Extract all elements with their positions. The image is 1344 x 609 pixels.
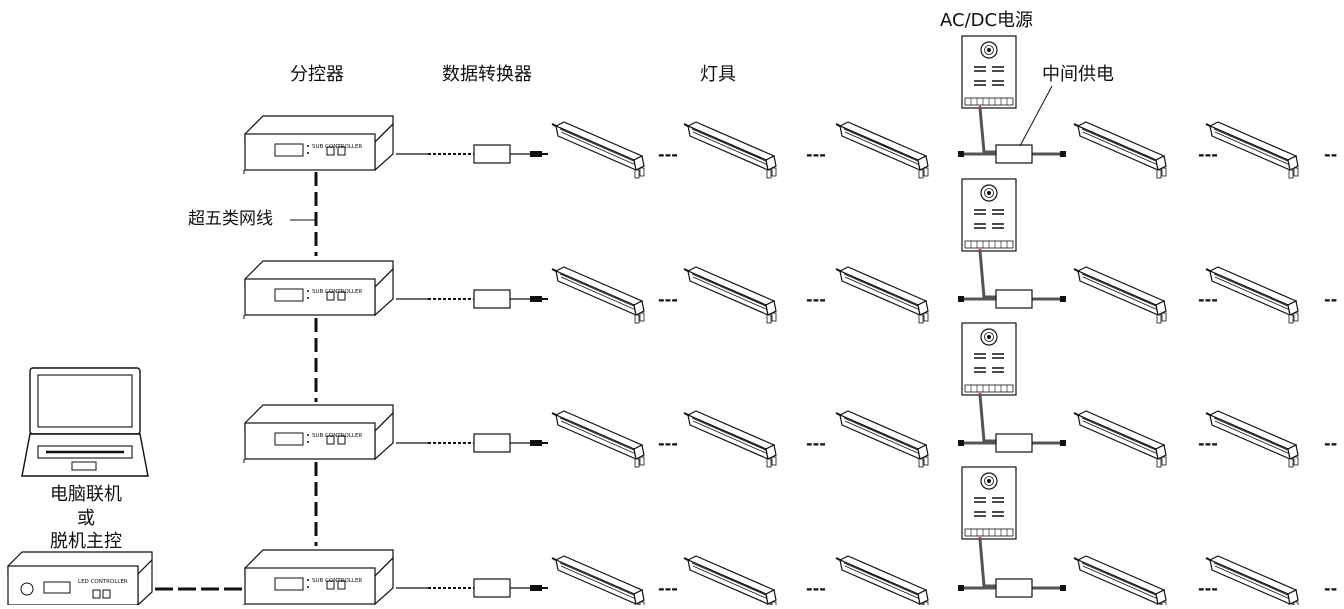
ac-dc-power-label: AC/DC电源 — [940, 10, 1034, 31]
laptop-icon — [21, 367, 149, 477]
data-converter-label: 数据转换器 — [442, 64, 532, 85]
gap-marker: --- — [1198, 579, 1218, 598]
lamp-fixture — [835, 410, 929, 468]
ac-dc-power-device — [961, 322, 1017, 397]
lamp-fixture — [1073, 410, 1167, 468]
lamp-fixture — [1205, 266, 1299, 324]
gap-marker: -- — [1324, 290, 1337, 309]
lamp-fixture — [1205, 410, 1299, 468]
data-converter-device — [473, 144, 511, 164]
data-converter-device — [473, 289, 511, 309]
lamp-fixture — [683, 410, 777, 468]
lamp-fixture — [835, 266, 929, 324]
data-converter-device — [473, 433, 511, 453]
lamp-fixture — [551, 555, 645, 609]
cat5-cable-label: 超五类网线 — [188, 209, 273, 229]
sub-controller-panel-text: SUB CONTROLLER — [312, 578, 362, 584]
or-label: 或 — [77, 508, 95, 529]
gap-marker: --- — [1198, 145, 1218, 164]
gap-marker: --- — [658, 290, 678, 309]
row-1: SUB CONTROLLER----------- — [243, 35, 1337, 179]
gap-marker: --- — [806, 290, 826, 309]
pc-online-label: 电脑联机 — [50, 484, 122, 505]
lamp-label: 灯具 — [700, 64, 736, 85]
mid-power-injector — [995, 144, 1033, 164]
row-3: SUB CONTROLLER----------- — [243, 322, 1337, 468]
lamp-fixture — [683, 121, 777, 179]
gap-marker: --- — [806, 434, 826, 453]
lamp-fixture — [551, 121, 645, 179]
gap-marker: -- — [1324, 145, 1337, 164]
mid-power-injector — [995, 578, 1033, 598]
mid-power-injector — [995, 433, 1033, 453]
ac-dc-power-device — [961, 178, 1017, 253]
lamp-fixture — [1205, 555, 1299, 609]
sub-controller-label: 分控器 — [290, 64, 344, 85]
lamp-fixture — [835, 121, 929, 179]
gap-marker: --- — [658, 434, 678, 453]
sub-controller-panel-text: SUB CONTROLLER — [312, 144, 362, 150]
lamp-fixture — [551, 410, 645, 468]
gap-marker: --- — [806, 145, 826, 164]
offline-master-label: 脱机主控 — [50, 531, 122, 552]
gap-marker: --- — [658, 145, 678, 164]
mid-power-injector — [995, 289, 1033, 309]
gap-marker: -- — [1324, 579, 1337, 598]
gap-marker: --- — [1198, 290, 1218, 309]
cat5-backbone — [290, 172, 318, 546]
lamp-fixture — [1073, 266, 1167, 324]
data-converter-device — [473, 578, 511, 598]
lamp-fixture — [683, 266, 777, 324]
sub-controller-panel-text: SUB CONTROLLER — [312, 433, 362, 439]
lamp-fixture — [683, 555, 777, 609]
led-controller-device: LED CONTROLLER — [7, 551, 153, 607]
lamp-fixture — [1205, 121, 1299, 179]
lamp-fixture — [1073, 121, 1167, 179]
ac-dc-power-device — [961, 35, 1017, 110]
lamp-fixture — [551, 266, 645, 324]
mid-power-label: 中间供电 — [1042, 64, 1114, 85]
led-controller-panel-text: LED CONTROLLER — [78, 579, 128, 585]
gap-marker: -- — [1324, 434, 1337, 453]
controller-rows: SUB CONTROLLER-----------SUB CONTROLLER-… — [243, 35, 1337, 609]
lamp-fixture — [1073, 555, 1167, 609]
row-4: SUB CONTROLLER----------- — [243, 466, 1337, 609]
sub-controller-panel-text: SUB CONTROLLER — [312, 289, 362, 295]
gap-marker: --- — [806, 579, 826, 598]
gap-marker: --- — [1198, 434, 1218, 453]
row-2: SUB CONTROLLER----------- — [243, 178, 1337, 324]
gap-marker: --- — [658, 579, 678, 598]
ac-dc-power-device — [961, 466, 1017, 541]
lamp-fixture — [835, 555, 929, 609]
